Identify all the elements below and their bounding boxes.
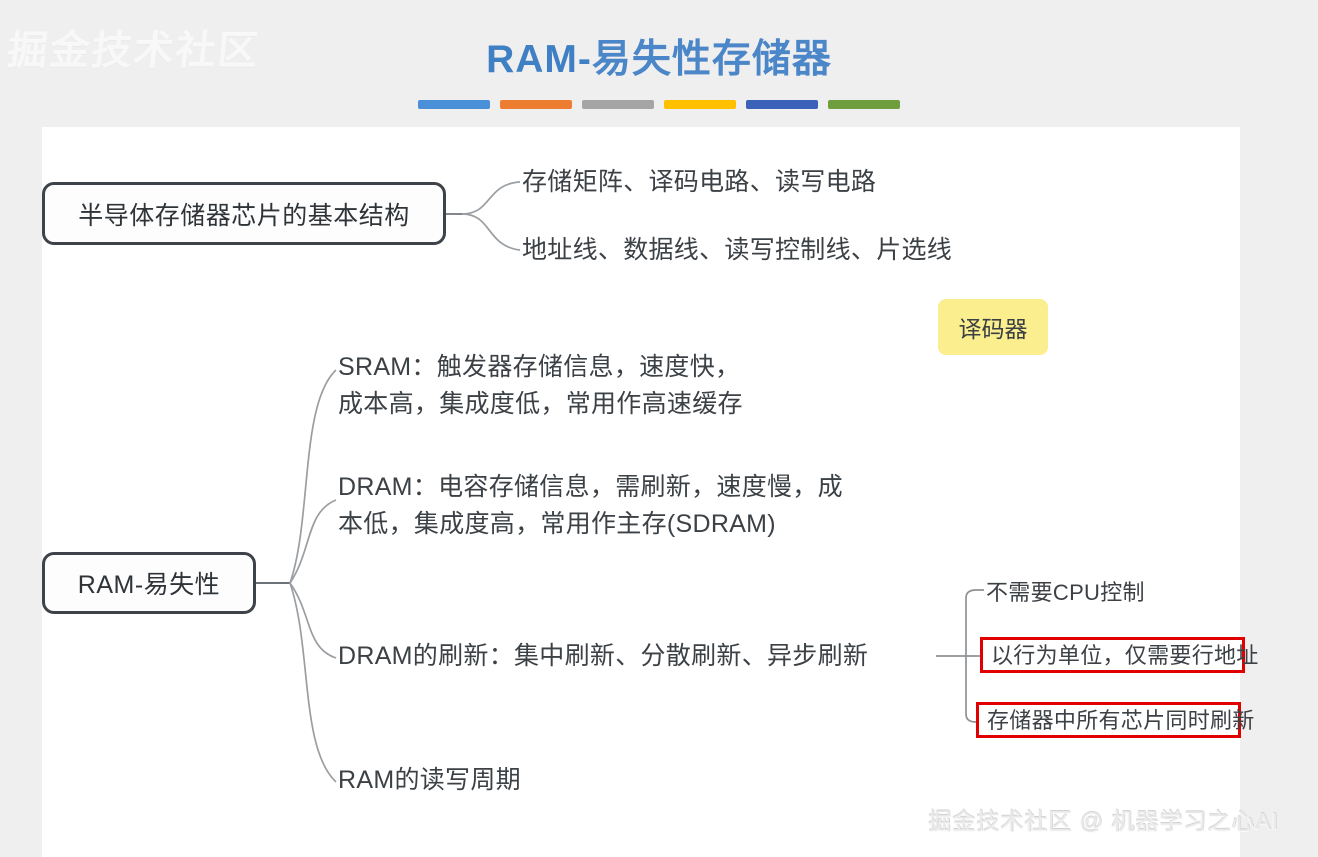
watermark-bottom-right: 掘金技术社区 @ 机器学习之心AI (928, 808, 1279, 834)
accent-bar-blue-light (418, 100, 490, 109)
accent-bar-green (828, 100, 900, 109)
leaf-ram-read-write-cycle[interactable]: RAM的读写周期 (338, 766, 521, 794)
leaf-dram-refresh[interactable]: DRAM的刷新：集中刷新、分散刷新、异步刷新 (338, 642, 869, 670)
page-title-latin: RAM- (486, 38, 592, 81)
leaf-dram-line1[interactable]: DRAM：电容存储信息，需刷新，速度慢，成 (338, 473, 843, 501)
node-semiconductor-chip-structure[interactable]: 半导体存储器芯片的基本结构 (42, 182, 446, 245)
accent-bar-row (418, 100, 900, 109)
accent-bar-gray (582, 100, 654, 109)
accent-bar-orange (500, 100, 572, 109)
leaf-dram-line2[interactable]: 本低，集成度高，常用作主存(SDRAM) (338, 510, 776, 538)
node-ram-volatile[interactable]: RAM-易失性 (42, 552, 256, 614)
leaf-no-cpu-control[interactable]: 不需要CPU控制 (986, 580, 1145, 605)
leaf-address-data-lines[interactable]: 地址线、数据线、读写控制线、片选线 (522, 236, 953, 264)
leaf-sram-line2[interactable]: 成本高，集成度低，常用作高速缓存 (338, 390, 743, 418)
page-title-cjk: 易失性存储器 (591, 38, 832, 81)
leaf-all-chips-refresh[interactable]: 存储器中所有芯片同时刷新 (976, 702, 1254, 738)
leaf-storage-matrix[interactable]: 存储矩阵、译码电路、读写电路 (522, 168, 877, 196)
page-title: RAM-易失性存储器 (0, 28, 1318, 84)
callout-decoder[interactable]: 译码器 (938, 299, 1048, 355)
accent-bar-yellow (664, 100, 736, 109)
leaf-row-unit-address[interactable]: 以行为单位，仅需要行地址 (980, 637, 1258, 673)
leaf-sram-line1[interactable]: SRAM：触发器存储信息，速度快， (338, 353, 741, 381)
accent-bar-blue-dark (746, 100, 818, 109)
